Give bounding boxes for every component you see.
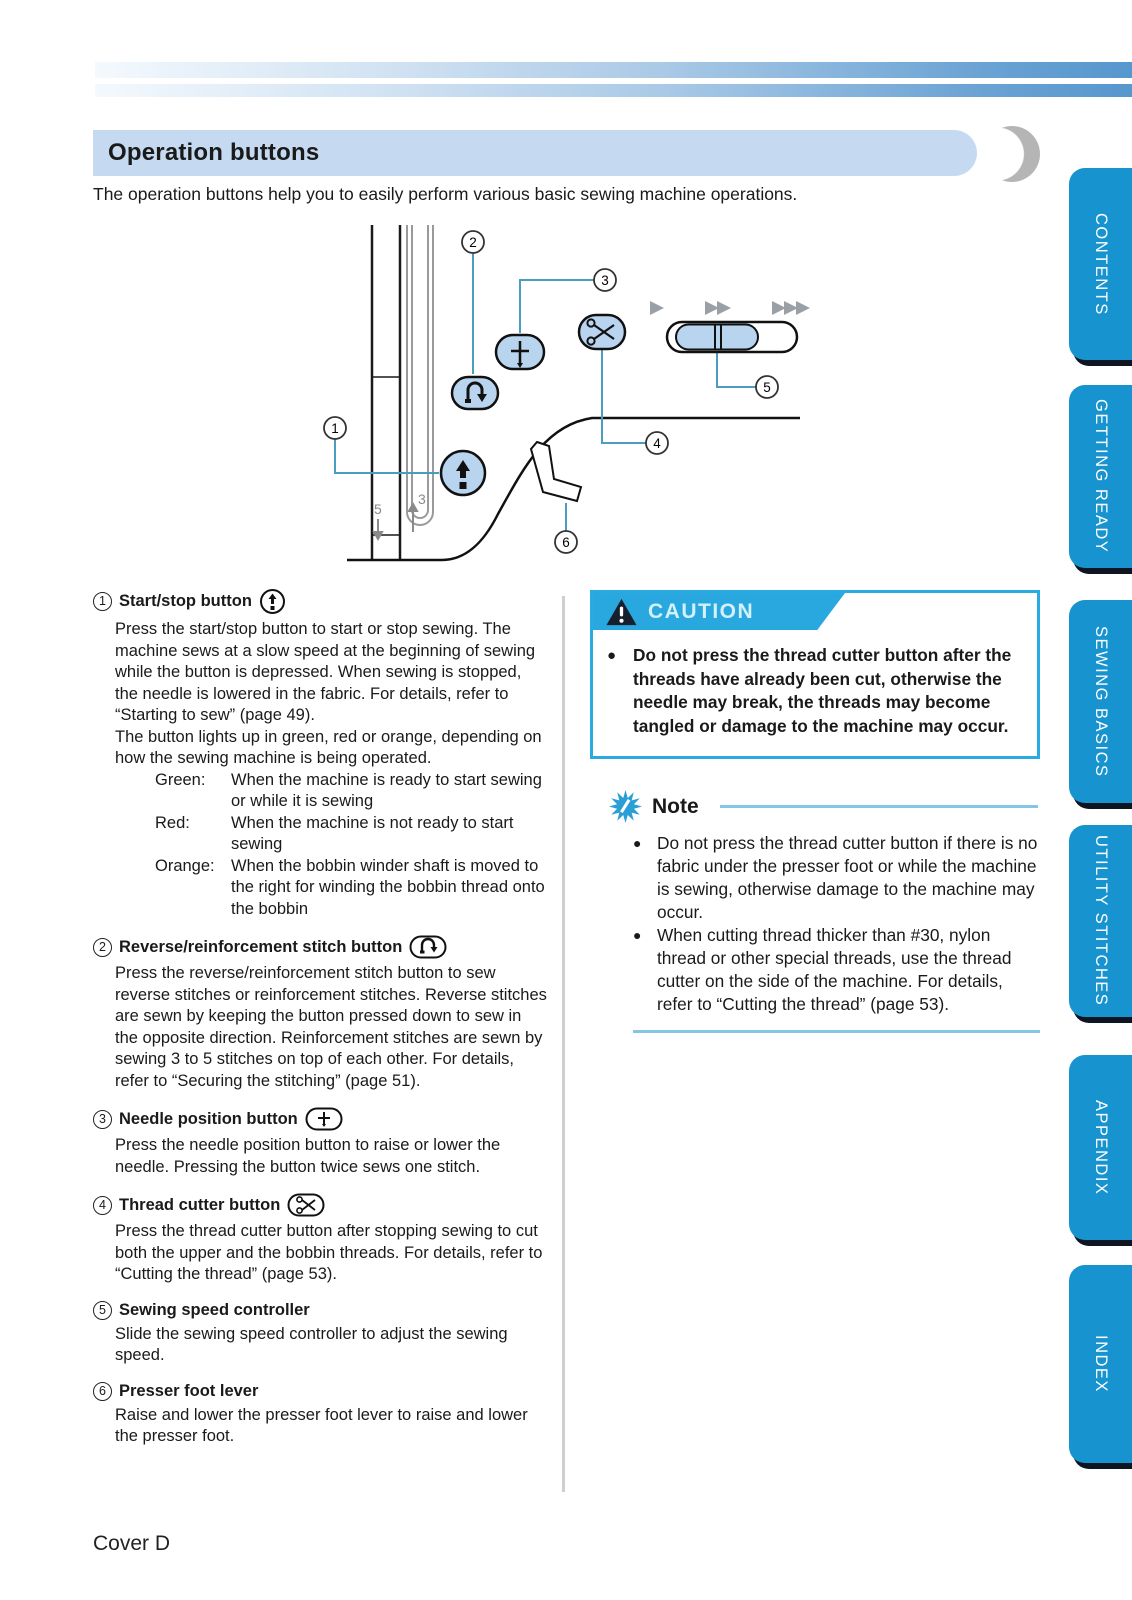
sidebar-tab-getting-ready[interactable]: GETTING READY — [1069, 385, 1132, 568]
section-body: Press the start/stop button to start or … — [115, 620, 536, 724]
callout-number-4: 4 — [93, 1195, 112, 1215]
speed-arrows — [650, 301, 810, 315]
color-desc: When the machine is ready to start sewin… — [231, 770, 542, 811]
svg-text:2: 2 — [469, 235, 477, 250]
needle-position-button-illustration — [494, 333, 546, 371]
svg-text:6: 6 — [562, 535, 570, 550]
note-item: ● Do not press the thread cutter button … — [633, 832, 1040, 924]
table-row: Orange: When the bobbin winder shaft is … — [155, 856, 548, 921]
section-start-stop-button: 1 Start/stop button Press the start/stop… — [93, 588, 548, 920]
sidebar-tab-utility-stitches[interactable]: UTILITY STITCHES — [1069, 825, 1132, 1017]
callout-lines — [334, 253, 756, 531]
section-title: Thread cutter button — [119, 1195, 281, 1214]
color-desc: When the bobbin winder shaft is moved to… — [231, 856, 545, 918]
callout-number-1: 1 — [93, 592, 112, 611]
svg-text:4: 4 — [653, 436, 661, 451]
page-title-bar: Operation buttons — [93, 130, 977, 176]
threading-numbers: 5 3 — [374, 491, 426, 517]
caution-text: Do not press the thread cutter button af… — [633, 645, 1012, 736]
caution-body: ● Do not press the thread cutter button … — [593, 630, 1037, 756]
section-body: Press the thread cutter button after sto… — [115, 1222, 543, 1283]
note-body: ● Do not press the thread cutter button … — [633, 832, 1040, 1016]
top-gradient-bar — [95, 62, 1132, 78]
speed-controller-illustration — [665, 320, 799, 354]
color-desc: When the machine is not ready to start s… — [231, 813, 514, 854]
section-body: Press the needle position button to rais… — [115, 1136, 501, 1176]
section-body-2: The button lights up in green, red or or… — [115, 727, 542, 768]
bullet-icon: ● — [607, 647, 617, 664]
caution-item: ● Do not press the thread cutter button … — [607, 644, 1021, 738]
note-text: When cutting thread thicker than #30, ny… — [657, 925, 1012, 1014]
sidebar-tab-contents[interactable]: CONTENTS — [1069, 168, 1132, 360]
color-label: Orange: — [155, 856, 215, 875]
column-divider — [562, 596, 565, 1492]
note-title-rule — [719, 805, 1038, 808]
section-title: Start/stop button — [119, 592, 252, 610]
caution-header: CAUTION — [593, 593, 845, 630]
svg-text:1: 1 — [331, 421, 339, 436]
intro-text: The operation buttons help you to easily… — [93, 184, 798, 204]
note-header: Note — [608, 789, 1040, 824]
color-label: Green: — [155, 770, 206, 789]
warning-triangle-icon — [606, 598, 637, 625]
sidebar-tab-index[interactable]: INDEX — [1069, 1265, 1132, 1463]
section-speed-controller: 5 Sewing speed controller Slide the sewi… — [93, 1300, 548, 1367]
svg-text:5: 5 — [374, 501, 382, 517]
note-bottom-rule — [633, 1030, 1040, 1033]
top-gradient-bar-2 — [95, 84, 1132, 97]
callout-number-3: 3 — [93, 1109, 112, 1129]
section-body: Press the reverse/reinforcement stitch b… — [115, 964, 547, 1090]
button-descriptions-column: 1 Start/stop button Press the start/stop… — [93, 588, 548, 1463]
threading-arrows — [372, 501, 419, 542]
start-stop-button-icon — [259, 589, 285, 614]
thread-cutter-button-illustration — [577, 313, 627, 351]
warnings-column: CAUTION ● Do not press the thread cutter… — [590, 590, 1040, 1033]
light-color-table: Green: When the machine is ready to star… — [155, 770, 548, 921]
machine-outline — [347, 416, 800, 562]
table-row: Green: When the machine is ready to star… — [155, 770, 548, 813]
note-box: Note ● Do not press the thread cutter bu… — [590, 789, 1040, 1033]
caution-title: CAUTION — [648, 599, 755, 623]
svg-text:5: 5 — [763, 380, 771, 395]
section-thread-cutter-button: 4 Thread cutter button Press the thread … — [93, 1193, 548, 1286]
note-starburst-icon — [609, 790, 642, 823]
section-title: Reverse/reinforcement stitch button — [119, 937, 403, 956]
section-body: Raise and lower the presser foot lever t… — [115, 1405, 528, 1446]
page-footer-label: Cover D — [93, 1532, 171, 1555]
operation-buttons-diagram: 5 3 — [323, 225, 810, 562]
bullet-icon: ● — [633, 835, 642, 851]
section-body: Slide the sewing speed controller to adj… — [115, 1324, 508, 1365]
callout-number-5: 5 — [93, 1300, 112, 1320]
caution-box: CAUTION ● Do not press the thread cutter… — [590, 590, 1040, 759]
start-stop-button-illustration — [439, 449, 487, 497]
section-title: Sewing speed controller — [119, 1300, 310, 1319]
section-needle-position-button: 3 Needle position button Press the needl… — [93, 1107, 548, 1178]
page-title: Operation buttons — [108, 139, 320, 166]
needle-position-button-icon — [305, 1107, 343, 1131]
svg-text:3: 3 — [418, 491, 426, 507]
callout-number-6: 6 — [93, 1381, 112, 1401]
note-item: ● When cutting thread thicker than #30, … — [633, 924, 1040, 1016]
reverse-stitch-button-icon — [409, 935, 447, 959]
section-title: Needle position button — [119, 1109, 298, 1128]
thread-cutter-button-icon — [287, 1193, 325, 1217]
section-presser-foot-lever: 6 Presser foot lever Raise and lower the… — [93, 1381, 548, 1448]
svg-text:3: 3 — [601, 273, 609, 288]
callout-number-2: 2 — [93, 937, 112, 957]
sidebar-tab-sewing-basics[interactable]: SEWING BASICS — [1069, 600, 1132, 803]
crescent-decoration — [984, 126, 1040, 182]
section-reverse-stitch-button: 2 Reverse/reinforcement stitch button Pr… — [93, 935, 548, 1092]
presser-foot-lever — [529, 440, 583, 503]
reverse-stitch-button-illustration — [450, 375, 500, 411]
note-title: Note — [652, 794, 699, 818]
sidebar-tab-appendix[interactable]: APPENDIX — [1069, 1055, 1132, 1240]
bullet-icon: ● — [633, 927, 642, 943]
note-text: Do not press the thread cutter button if… — [657, 833, 1038, 922]
section-title: Presser foot lever — [119, 1381, 259, 1400]
table-row: Red: When the machine is not ready to st… — [155, 813, 548, 856]
callout-markers: 1 2 3 4 5 6 — [323, 230, 779, 554]
thread-channel — [406, 225, 434, 526]
color-label: Red: — [155, 813, 190, 832]
